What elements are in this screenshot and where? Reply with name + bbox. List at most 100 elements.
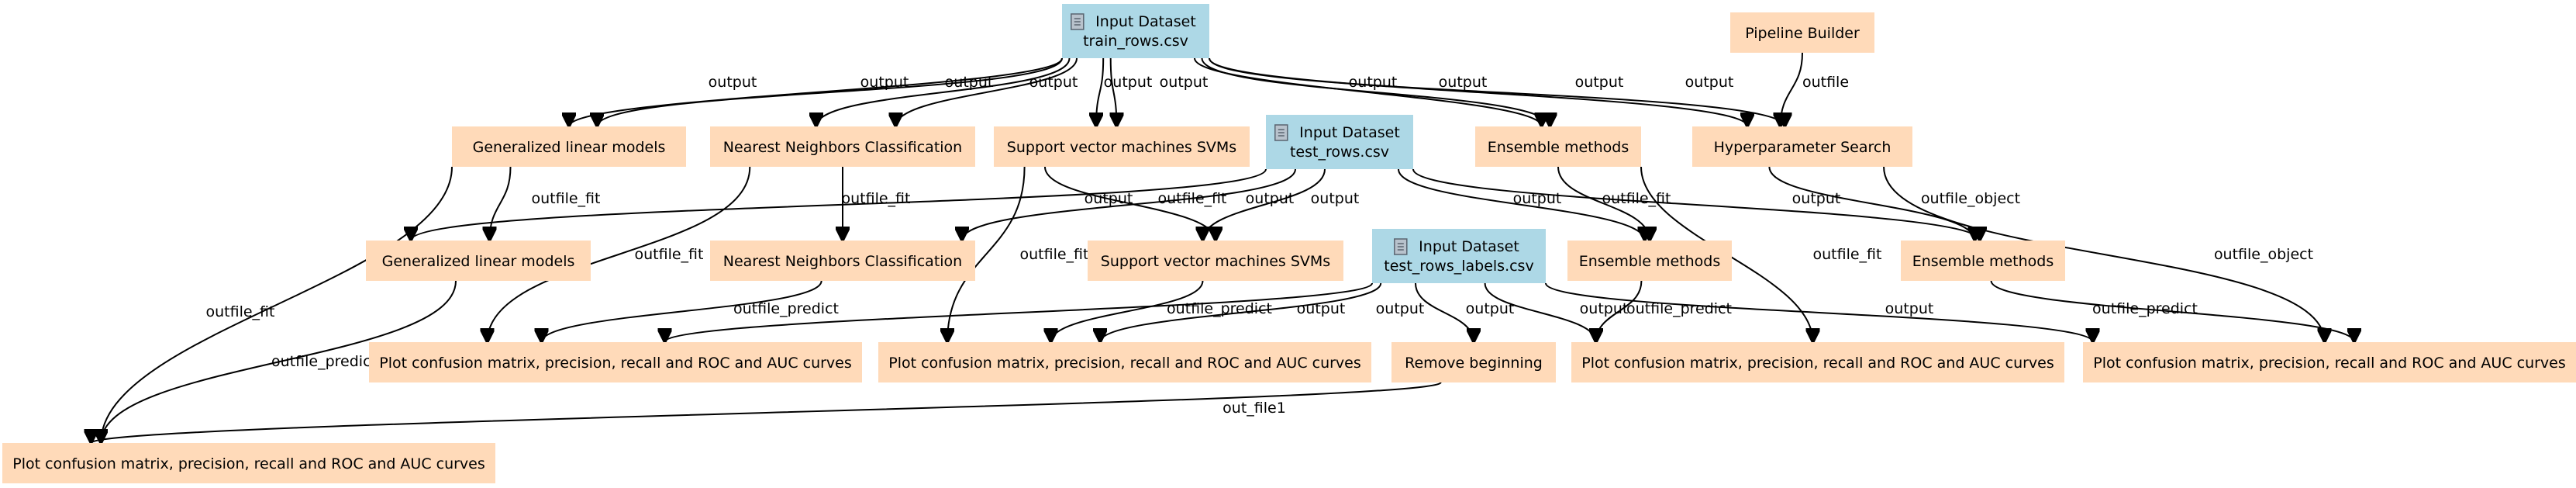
tool-node[interactable]: Ensemble methods: [1901, 241, 2065, 281]
edge-label: output: [1376, 300, 1425, 317]
edge: output: [895, 57, 1078, 127]
edge-line: [816, 57, 1071, 127]
node-box: [994, 126, 1250, 167]
edge: output: [1415, 282, 1514, 343]
node-box: [1391, 342, 1556, 382]
file-icon: [1274, 124, 1288, 141]
file-icon: [1071, 13, 1085, 30]
tool-node[interactable]: Nearest Neighbors Classification: [710, 126, 975, 167]
node-box: [710, 126, 975, 167]
edge-label: outfile_predict: [2092, 300, 2198, 317]
edge-label: output: [1311, 190, 1360, 207]
edge: output: [597, 57, 1063, 127]
node-box: [1692, 126, 1912, 167]
node-label: Remove beginning: [1405, 355, 1543, 372]
edge-line: [490, 166, 512, 241]
tool-node[interactable]: Nearest Neighbors Classification: [710, 241, 975, 281]
edge-line: [101, 166, 453, 443]
edge-line: [1990, 280, 2354, 343]
edge-label: outfile_object: [1921, 190, 2020, 207]
tool-node[interactable]: Remove beginning: [1391, 342, 1556, 382]
edge-label: output: [1792, 190, 1841, 207]
edge-line: [1484, 282, 1596, 343]
edge-line: [1201, 57, 1550, 127]
edge-label: outfile_fit: [1020, 246, 1089, 263]
tool-node[interactable]: Hyperparameter Search: [1692, 126, 1912, 167]
edge-line: [1883, 166, 2325, 342]
node-box: [366, 241, 591, 281]
edge-label: outfile_fit: [532, 190, 601, 207]
node-label: Generalized linear models: [473, 139, 666, 156]
node-box: [2, 443, 495, 483]
tool-node[interactable]: Ensemble methods: [1475, 126, 1641, 167]
edge-line: [1096, 57, 1105, 126]
edge: outfile_predict: [542, 280, 839, 343]
node-label: Plot confusion matrix, precision, recall…: [379, 355, 852, 372]
edge: outfile: [1781, 52, 1849, 126]
tool-node[interactable]: Generalized linear models: [452, 126, 686, 167]
edge: outfile_fit: [490, 166, 601, 241]
edge-label: outfile_object: [2214, 246, 2313, 263]
edge-line: [1768, 166, 1974, 241]
node-label: Support vector machines SVMs: [1101, 253, 1330, 270]
tool-node[interactable]: Ensemble methods: [1567, 241, 1732, 281]
edge-line: [1100, 282, 1382, 343]
tool-node[interactable]: Plot confusion matrix, precision, recall…: [1571, 342, 2064, 382]
node-box: [1088, 241, 1343, 281]
tool-node[interactable]: Plot confusion matrix, precision, recall…: [878, 342, 1371, 382]
tool-node[interactable]: Plot confusion matrix, precision, recall…: [369, 342, 862, 382]
edge-line: [1111, 57, 1117, 126]
node-label: Plot confusion matrix, precision, recall…: [1581, 355, 2054, 372]
node-label: Plot confusion matrix, precision, recall…: [888, 355, 1361, 372]
edge-label: outfile_predict: [271, 353, 377, 370]
edge-label: outfile_fit: [1813, 246, 1882, 263]
tool-node[interactable]: Support vector machines SVMs: [1088, 241, 1343, 281]
edge-line: [962, 168, 1296, 241]
edge-label: outfile_predict: [1626, 300, 1732, 317]
edge-label: output: [1575, 74, 1624, 91]
edge-line: [1209, 57, 1785, 127]
edge: output: [816, 57, 1071, 127]
edge-line: [597, 57, 1063, 127]
edge-label: output: [1439, 74, 1488, 91]
node-filename: test_rows_labels.csv: [1384, 258, 1533, 275]
node-box: [1901, 241, 2065, 281]
edge-label: output: [1160, 74, 1209, 91]
edge: output: [1412, 168, 1980, 241]
node-label: Pipeline Builder: [1745, 25, 1860, 42]
edge-label: output: [1580, 300, 1629, 317]
edge: outfile_object: [1883, 166, 2325, 342]
edge-line: [1412, 168, 1980, 241]
tool-node[interactable]: Pipeline Builder: [1730, 12, 1874, 53]
node-box: [452, 126, 686, 167]
tool-node[interactable]: Plot confusion matrix, precision, recall…: [2083, 342, 2576, 382]
node-label: Plot confusion matrix, precision, recall…: [2093, 355, 2566, 372]
edge-line: [411, 168, 1267, 241]
node-label: Hyperparameter Search: [1714, 139, 1891, 156]
edge-label: output: [1085, 190, 1133, 207]
edge-line: [542, 280, 822, 343]
edge: output: [411, 168, 1267, 241]
node-box: [369, 342, 862, 382]
node-box: [2083, 342, 2576, 382]
tool-node[interactable]: Support vector machines SVMs: [994, 126, 1250, 167]
edge: outfile_predict: [1990, 280, 2354, 343]
edge: output: [1484, 282, 1629, 343]
edge: outfile_predict: [1051, 280, 1272, 343]
tool-node[interactable]: Plot confusion matrix, precision, recall…: [2, 443, 495, 483]
node-label: Ensemble methods: [1488, 139, 1629, 156]
edge-label: output: [1029, 74, 1078, 91]
node-title: Input Dataset: [1299, 124, 1400, 141]
edge-label: outfile_fit: [1602, 190, 1671, 207]
edge-label: output: [860, 74, 909, 91]
edge-label: outfile_predict: [733, 300, 839, 317]
file-icon: [1394, 238, 1408, 255]
tool-node[interactable]: Generalized linear models: [366, 241, 591, 281]
edge: output: [1111, 57, 1209, 126]
